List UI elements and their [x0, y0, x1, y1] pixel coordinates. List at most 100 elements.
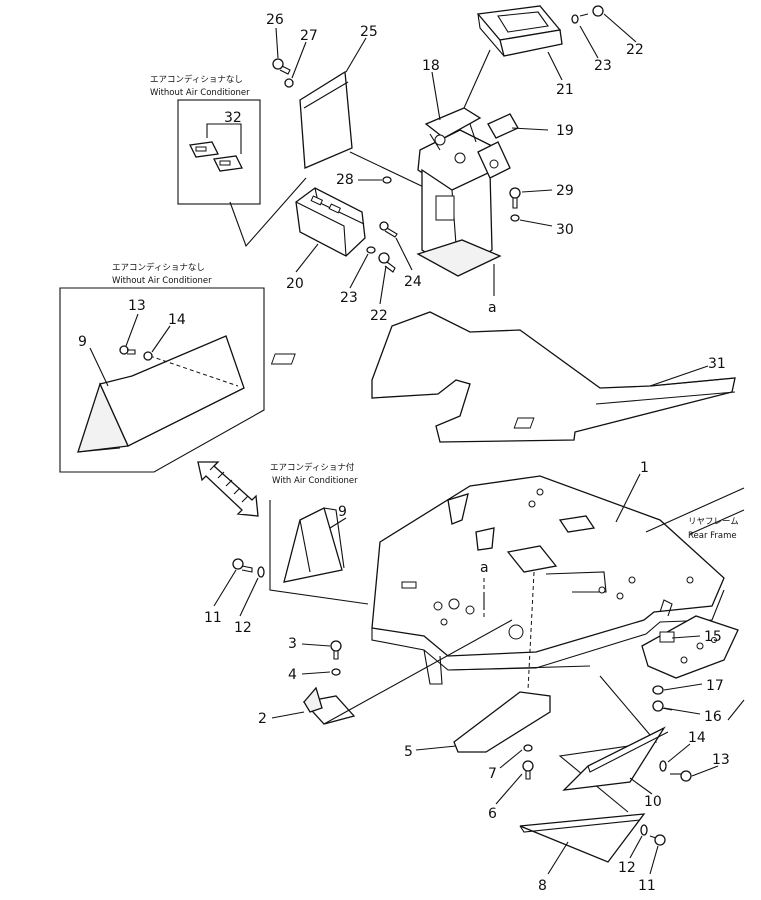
callout-24: 24 — [404, 274, 422, 290]
washer-30 — [510, 214, 520, 222]
callout-32: 32 — [224, 110, 242, 126]
washer-23a — [366, 246, 376, 254]
note-without-ac-en-1: Without Air Conditioner — [150, 88, 250, 98]
washer-17 — [652, 685, 664, 695]
note-without-ac-en-2: Without Air Conditioner — [112, 276, 212, 286]
washer-4 — [331, 668, 341, 676]
callout-25: 25 — [360, 24, 378, 40]
callout-28: 28 — [336, 172, 354, 188]
note-rear-frame-jp: リヤフレーム — [688, 517, 739, 527]
callout-3: 3 — [288, 636, 297, 652]
callout-a-lower: a — [480, 560, 489, 576]
callout-labels: 26 27 25 18 19 21 23 22 32 28 29 30 20 2… — [78, 12, 730, 894]
callout-30: 30 — [556, 222, 574, 238]
callout-18: 18 — [422, 58, 440, 74]
washer-23b — [571, 14, 579, 24]
callout-12: 12 — [234, 620, 252, 636]
washer-7 — [523, 744, 533, 752]
callout-20: 20 — [286, 276, 304, 292]
bracket-19 — [487, 113, 519, 139]
rear-frame-line-3 — [727, 699, 745, 721]
instrument-housing-20 — [295, 187, 366, 257]
callout-4: 4 — [288, 667, 297, 683]
callout-9-with-ac: 9 — [338, 504, 347, 520]
bolt-6 — [522, 760, 534, 780]
callout-8: 8 — [538, 878, 547, 894]
bolt-13a — [119, 345, 136, 355]
callout-17: 17 — [706, 678, 724, 694]
note-without-ac-jp-1: エアコンディショナなし — [150, 74, 243, 85]
callout-13: 13 — [712, 752, 730, 768]
bolt-11a — [232, 558, 253, 573]
callout-22-top: 22 — [626, 42, 644, 58]
bolt-24 — [379, 221, 398, 238]
leader-with-ac — [269, 500, 369, 605]
plate-15 — [641, 615, 739, 679]
leader-grip-to-tower — [463, 49, 491, 109]
bolt-26 — [272, 58, 291, 75]
grip-21 — [476, 5, 563, 57]
leader-inset-to-cover — [229, 177, 307, 248]
washer-27 — [284, 78, 294, 88]
note-with-ac-jp: エアコンディショナ付 — [270, 462, 355, 473]
inset-box-without-ac-9 — [59, 287, 265, 473]
callout-23-top: 23 — [594, 58, 612, 74]
inset-box-without-ac-32 — [177, 99, 261, 205]
cover-8 — [519, 813, 646, 863]
callout-12-lower: 12 — [618, 860, 636, 876]
bolt-3 — [330, 640, 342, 660]
note-with-ac-en: With Air Conditioner — [272, 476, 358, 486]
callout-21: 21 — [556, 82, 574, 98]
bolt-22b — [579, 5, 604, 17]
side-cover-9-without-ac — [77, 335, 245, 453]
callout-15: 15 — [704, 629, 722, 645]
cover-plate-25 — [299, 70, 353, 169]
callout-5: 5 — [404, 744, 413, 760]
rear-frame-line-2 — [689, 509, 745, 535]
washer-12b — [640, 824, 648, 836]
callout-7: 7 — [488, 766, 497, 782]
double-arrow — [197, 461, 259, 517]
washer-28 — [382, 176, 392, 184]
callout-14: 14 — [688, 730, 706, 746]
callout-10: 10 — [644, 794, 662, 810]
callout-1: 1 — [640, 460, 649, 476]
side-cover-9-with-ac — [283, 507, 345, 583]
callout-16: 16 — [704, 709, 722, 725]
washer-14a — [143, 351, 153, 361]
callout-19: 19 — [556, 123, 574, 139]
callout-14-inset: 14 — [168, 312, 186, 328]
floor-plate-1 — [371, 475, 725, 685]
callout-11-lower: 11 — [638, 878, 656, 894]
callout-31: 31 — [708, 356, 726, 372]
rear-frame-line-1 — [645, 487, 745, 533]
bolt-29 — [509, 187, 521, 209]
console-tower-18 — [416, 107, 511, 277]
note-rear-frame-en: Rear Frame — [688, 531, 737, 541]
floor-mat-31 — [270, 311, 736, 443]
callout-26: 26 — [266, 12, 284, 28]
bracket-2 — [302, 619, 513, 725]
callout-9-inset: 9 — [78, 334, 87, 350]
switch-panel-32 — [189, 123, 243, 172]
washer-14b — [659, 760, 667, 772]
leader-lines — [89, 13, 719, 875]
bolt-13b — [670, 770, 692, 782]
guide-line-5 — [527, 571, 535, 691]
callout-2: 2 — [258, 711, 267, 727]
callout-22: 22 — [370, 308, 388, 324]
callout-29: 29 — [556, 183, 574, 199]
callout-a-upper: a — [488, 300, 497, 316]
callout-27: 27 — [300, 28, 318, 44]
washer-12a — [257, 566, 265, 578]
callout-13-inset: 13 — [128, 298, 146, 314]
bolt-16 — [652, 700, 673, 712]
callout-23: 23 — [340, 290, 358, 306]
note-without-ac-jp-2: エアコンディショナなし — [112, 262, 205, 273]
bolt-22a — [378, 252, 396, 273]
callout-11: 11 — [204, 610, 222, 626]
plate-5 — [453, 691, 551, 753]
cover-10 — [562, 726, 669, 791]
